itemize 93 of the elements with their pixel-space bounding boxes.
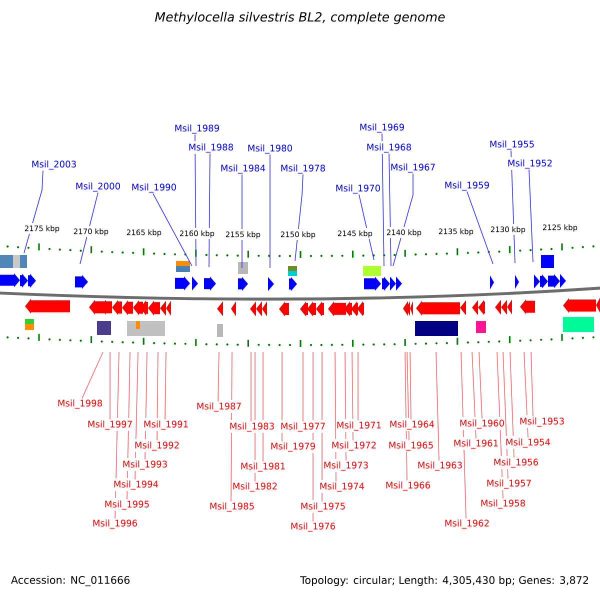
leader-line xyxy=(510,352,514,458)
leader-line xyxy=(208,153,210,268)
gene-label: Msil_1992 xyxy=(135,441,179,451)
gene-label: Msil_2003 xyxy=(32,160,76,170)
gene-label: Msil_1997 xyxy=(88,420,132,430)
gene-label: Msil_2000 xyxy=(76,182,120,192)
leader-line xyxy=(156,352,158,441)
leader-line xyxy=(410,352,412,420)
gene-label: Msil_1977 xyxy=(281,422,325,432)
gene-label: Msil_1976 xyxy=(291,522,336,532)
gene-label: Msil_1982 xyxy=(233,482,277,492)
leader-line xyxy=(478,352,482,419)
gene-label: Msil_1961 xyxy=(454,439,498,449)
leader-line xyxy=(254,352,256,482)
gene-label: Msil_1960 xyxy=(460,419,504,429)
gene-label: Msil_1958 xyxy=(481,499,525,509)
leader-line xyxy=(502,352,508,479)
gene-label: Msil_1972 xyxy=(332,441,376,451)
footer-text: Topology: circular; Length: 4,305,430 bp; Genes: 3,872 xyxy=(300,576,588,586)
leader-line xyxy=(510,150,516,264)
gene-label: Msil_1967 xyxy=(391,163,435,172)
leader-line xyxy=(250,352,252,422)
leader-line xyxy=(528,169,534,262)
leader-line xyxy=(530,352,534,417)
leader-line xyxy=(352,352,354,441)
leader-line xyxy=(312,352,314,522)
gene-label: Msil_1962 xyxy=(445,519,489,529)
gene-label: Msil_1956 xyxy=(494,458,538,468)
gene-label: Msil_1952 xyxy=(508,159,552,168)
leader-line xyxy=(134,352,138,480)
leader-line xyxy=(262,352,264,462)
leader-line xyxy=(404,352,408,481)
leader-line xyxy=(472,352,476,439)
gene-label: Msil_1975 xyxy=(301,502,345,512)
gene-label: Msil_1979 xyxy=(271,442,315,452)
gene-label: Msil_1963 xyxy=(418,461,462,471)
leader-line xyxy=(164,352,166,420)
leader-line xyxy=(388,153,392,266)
leader-line xyxy=(114,352,120,519)
gene-label: Msil_1981 xyxy=(241,462,285,472)
leader-line xyxy=(392,173,414,266)
gene-label: Msil_1983 xyxy=(230,422,274,432)
leader-line xyxy=(524,352,528,438)
gene-label: Msil_1989 xyxy=(175,124,219,134)
leader-line xyxy=(406,352,410,441)
gene-label: Msil_1994 xyxy=(114,480,158,490)
title: Methylocella silvestris BL2, complete genome xyxy=(154,12,445,24)
leader-line xyxy=(436,352,440,461)
leader-line xyxy=(194,134,196,266)
gene-label: Msil_1987 xyxy=(197,402,241,412)
gene-label: Msil_1964 xyxy=(390,420,434,430)
gene-label: Msil_1974 xyxy=(320,482,364,492)
footer-text: Accession: NC_011666 xyxy=(11,576,130,586)
leader-line xyxy=(460,352,466,519)
gene-label: Msil_1953 xyxy=(520,417,564,427)
leader-line xyxy=(358,194,374,260)
gene-label: Msil_1980 xyxy=(248,144,292,154)
leader-line xyxy=(302,352,304,422)
leader-line xyxy=(80,192,98,264)
leader-line xyxy=(382,133,384,266)
gene-label: Msil_1991 xyxy=(144,420,188,430)
leader-line xyxy=(24,170,44,254)
leader-line xyxy=(344,352,346,461)
leader-line xyxy=(294,174,304,262)
leader-line xyxy=(126,352,130,500)
gene-label: Msil_1998 xyxy=(58,399,102,409)
gene-label: Msil_1984 xyxy=(221,164,266,174)
gene-label: Msil_1966 xyxy=(386,481,430,491)
gene-label: Msil_1970 xyxy=(336,184,380,194)
gene-label: Msil_1959 xyxy=(445,181,489,190)
gene-label: Msil_1978 xyxy=(281,164,325,174)
gene-label: Msil_1973 xyxy=(324,461,368,471)
gene-label: Msil_1969 xyxy=(360,123,404,132)
leader-line xyxy=(466,191,494,264)
gene-label: Msil_1988 xyxy=(189,143,233,152)
leader-line xyxy=(334,352,336,482)
gene-label: Msil_1971 xyxy=(337,421,381,431)
gene-label: Msil_1957 xyxy=(487,479,531,489)
gene-label: Msil_1993 xyxy=(123,460,167,470)
gene-label: Msil_1990 xyxy=(132,183,176,192)
gene-label: Msil_1965 xyxy=(389,441,433,451)
gene-label: Msil_1968 xyxy=(367,143,411,152)
leader-line xyxy=(230,352,232,502)
gene-label: Msil_1955 xyxy=(490,140,534,150)
leader-line xyxy=(82,352,104,399)
leader-line xyxy=(152,193,192,266)
leader-line xyxy=(144,352,148,460)
gene-label: Msil_1954 xyxy=(506,438,550,448)
gene-label: Msil_1996 xyxy=(93,519,138,529)
gene-label: Msil_1995 xyxy=(105,500,149,510)
leader-line xyxy=(218,352,220,402)
leader-line xyxy=(496,352,504,499)
gene-label: Msil_1985 xyxy=(210,502,254,512)
